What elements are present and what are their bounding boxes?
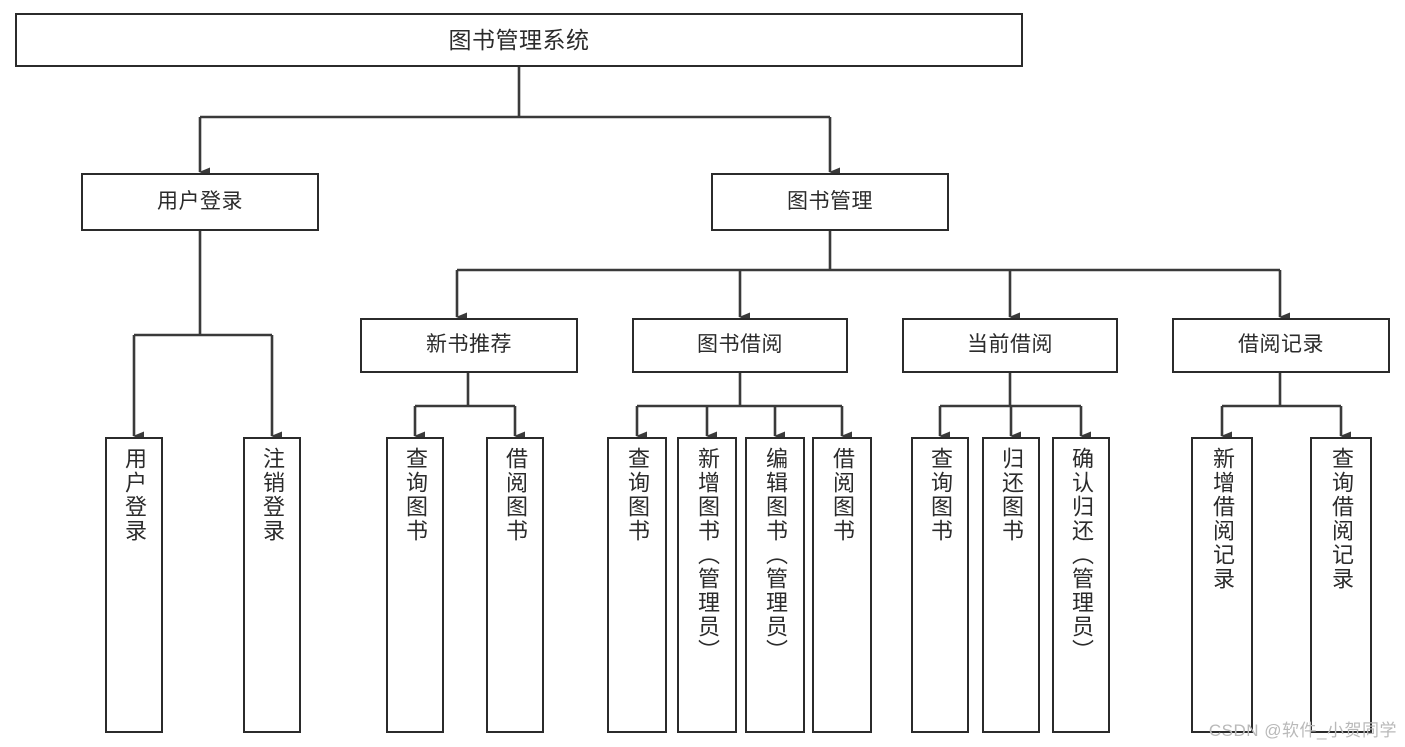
node-label: 当前借阅	[967, 333, 1053, 357]
node-label: 借阅图书	[830, 447, 855, 543]
node-book-borrowing[interactable]: 图书借阅	[632, 318, 848, 373]
leaf-query-borrow-record[interactable]: 查询借阅记录	[1310, 437, 1372, 733]
node-label: 用户登录	[122, 447, 147, 543]
node-label: 新增图书（管理员）	[695, 447, 720, 663]
node-label: 注销登录	[260, 447, 285, 543]
node-label: 图书管理系统	[448, 26, 590, 53]
node-label: 借阅记录	[1238, 333, 1324, 357]
leaf-confirm-return-admin[interactable]: 确认归还（管理员）	[1052, 437, 1110, 733]
leaf-add-borrow-record[interactable]: 新增借阅记录	[1191, 437, 1253, 733]
node-label: 归还图书	[999, 447, 1024, 543]
node-borrow-record[interactable]: 借阅记录	[1172, 318, 1390, 373]
node-label: 查询图书	[625, 447, 650, 543]
leaf-query-book-current[interactable]: 查询图书	[911, 437, 969, 733]
node-label: 查询借阅记录	[1329, 447, 1354, 591]
node-label: 编辑图书（管理员）	[763, 447, 788, 663]
node-root-system[interactable]: 图书管理系统	[15, 13, 1023, 67]
node-label: 确认归还（管理员）	[1069, 447, 1094, 663]
node-label: 查询图书	[928, 447, 953, 543]
leaf-query-book-borrow[interactable]: 查询图书	[607, 437, 667, 733]
node-book-management[interactable]: 图书管理	[711, 173, 949, 231]
node-label: 新增借阅记录	[1210, 447, 1235, 591]
leaf-borrow-book[interactable]: 借阅图书	[812, 437, 872, 733]
leaf-edit-book-admin[interactable]: 编辑图书（管理员）	[745, 437, 805, 733]
node-new-book-recommend[interactable]: 新书推荐	[360, 318, 578, 373]
node-label: 借阅图书	[503, 447, 528, 543]
node-label: 用户登录	[157, 189, 243, 213]
leaf-borrow-book-rec[interactable]: 借阅图书	[486, 437, 544, 733]
leaf-return-book[interactable]: 归还图书	[982, 437, 1040, 733]
node-label: 图书借阅	[697, 333, 783, 357]
node-label: 图书管理	[787, 189, 873, 213]
leaf-query-book-rec[interactable]: 查询图书	[386, 437, 444, 733]
leaf-logout[interactable]: 注销登录	[243, 437, 301, 733]
tree-connectors	[132, 67, 1351, 441]
node-label: 查询图书	[403, 447, 428, 543]
leaf-user-login[interactable]: 用户登录	[105, 437, 163, 733]
leaf-add-book-admin[interactable]: 新增图书（管理员）	[677, 437, 737, 733]
node-label: 新书推荐	[426, 333, 512, 357]
node-user-login[interactable]: 用户登录	[81, 173, 319, 231]
node-current-borrowing[interactable]: 当前借阅	[902, 318, 1118, 373]
